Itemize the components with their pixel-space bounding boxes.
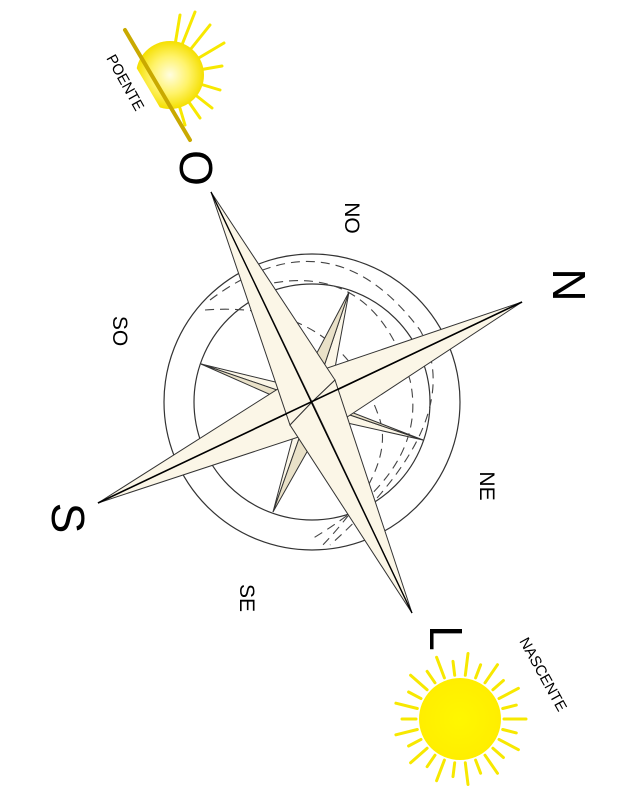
- sun-ray: [409, 692, 421, 699]
- setting-sun-icon: [125, 12, 224, 140]
- sun-ray: [411, 748, 428, 763]
- compass-rose-icon: [98, 192, 522, 613]
- southeast-label: SE: [235, 584, 258, 612]
- sun-ray: [465, 654, 468, 676]
- sun-ray: [485, 755, 498, 773]
- sun-ray: [396, 703, 417, 708]
- sun-ray: [503, 705, 517, 708]
- sun-ray: [476, 760, 481, 773]
- northeast-label: NE: [475, 471, 498, 500]
- sun-ray: [437, 760, 445, 781]
- sun-ray: [427, 671, 435, 683]
- north-label: N: [543, 268, 595, 301]
- sun-ray: [465, 763, 468, 785]
- sun-ray: [503, 730, 517, 733]
- southwest-label: SO: [108, 316, 131, 346]
- sun-ray: [427, 755, 435, 767]
- sun-ray: [493, 748, 504, 757]
- sun-ray: [476, 665, 481, 678]
- sun-ray: [499, 739, 518, 749]
- sun-ray: [493, 681, 504, 690]
- sun-ray: [411, 675, 428, 690]
- sunrise-label: NASCENTE: [516, 635, 570, 715]
- sun-ray: [453, 661, 455, 675]
- sun-ray: [409, 739, 421, 746]
- sun-ray: [499, 688, 518, 698]
- sun-ray: [485, 665, 498, 683]
- northwest-label: NO: [340, 202, 363, 234]
- rising-sun-icon: [396, 654, 526, 785]
- west-label: O: [170, 150, 222, 186]
- sun-ray: [453, 763, 455, 777]
- east-label: L: [420, 625, 472, 651]
- sun-ray: [396, 730, 417, 735]
- sun-ray: [437, 657, 445, 678]
- south-label: S: [42, 503, 94, 534]
